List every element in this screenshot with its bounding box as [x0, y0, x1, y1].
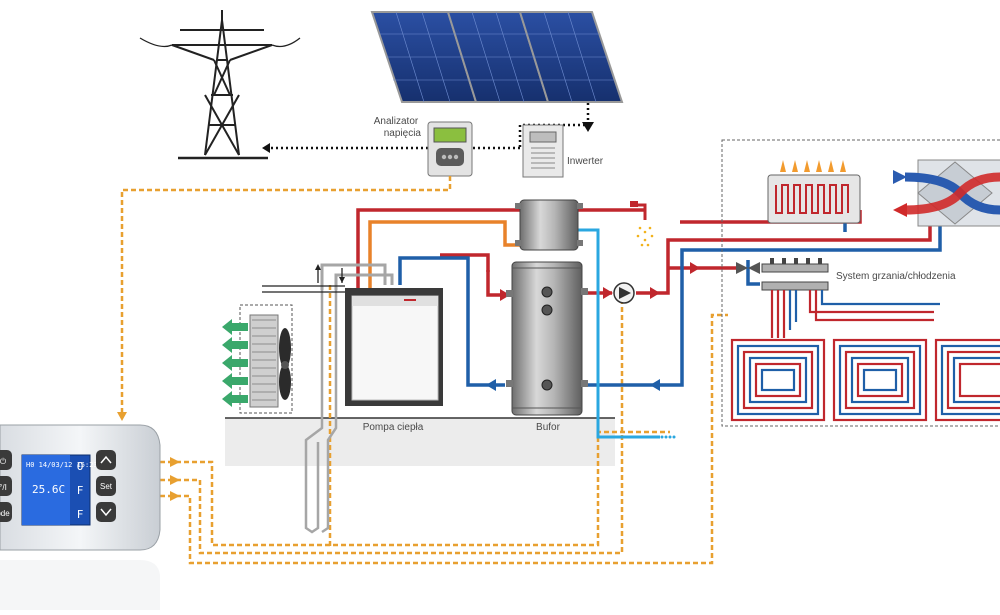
controller-panel-icon: H0 14/03/12 15:23 25.6C O F F ⏻ °/I ode … — [0, 424, 161, 551]
underfloor-loop-icon — [730, 290, 1000, 422]
controller-status: H0 14/03/12 15:23 — [26, 461, 98, 469]
svg-text:°/I: °/I — [0, 483, 7, 492]
power-arrow — [582, 122, 594, 132]
inverter-icon — [522, 124, 564, 178]
control-wires — [120, 176, 728, 565]
wire-arrow — [117, 412, 127, 421]
svg-text:ode: ode — [0, 509, 10, 518]
flow-arrow-up — [315, 264, 321, 270]
ground-area — [225, 418, 615, 466]
chevron-down-icon — [100, 508, 112, 517]
warm-pipes — [368, 220, 520, 290]
controller-mode-f1: F — [77, 484, 84, 497]
circulation-pump-icon — [613, 282, 635, 304]
down-button[interactable] — [96, 502, 116, 522]
drain-dots — [660, 435, 676, 439]
controller-mode-o: O — [77, 460, 84, 473]
heat-pump-label: Pompa ciepła — [363, 422, 424, 433]
set-button-label: Set — [100, 482, 113, 491]
controller-wire-arrows — [170, 457, 180, 501]
light-blue-pipes — [578, 228, 660, 439]
controller-reflection — [0, 560, 160, 610]
heating-system-label: System grzania/chłodzenia — [836, 271, 956, 282]
radiator-icon — [767, 160, 861, 224]
svg-text:⏻: ⏻ — [0, 457, 7, 466]
fan-evaporator-icon — [239, 304, 293, 414]
cold-arrow — [486, 379, 496, 391]
power-arrow — [262, 143, 270, 153]
power-pylon-icon — [139, 10, 301, 160]
set-button[interactable] — [96, 476, 116, 496]
buffer-tank-icon — [506, 261, 588, 416]
grey-pipes — [320, 263, 394, 290]
heat-pump-icon — [345, 288, 443, 406]
controller-mode-f2: F — [77, 508, 84, 521]
hot-arrow — [650, 287, 660, 299]
recuperator-icon — [893, 159, 1000, 227]
dhw-tank-icon — [515, 199, 583, 251]
solar-panel-icon — [370, 11, 624, 103]
manifold-icon — [736, 258, 829, 291]
inverter-label: Inwerter — [567, 156, 604, 167]
voltage-analyzer-icon — [427, 121, 473, 177]
airflow-arrows — [222, 319, 248, 407]
cold-arrow — [650, 379, 660, 391]
chevron-up-icon — [100, 455, 112, 464]
heating-system-area — [721, 139, 1000, 427]
voltage-analyzer-label: Analizator napięcia — [374, 116, 422, 139]
ground-probe-icon — [304, 290, 338, 534]
up-button[interactable] — [96, 450, 116, 470]
hot-arrow — [603, 287, 613, 299]
hot-arrow — [690, 262, 700, 274]
tap-icon — [630, 201, 654, 247]
buffer-label: Bufor — [536, 422, 561, 433]
flow-arrow-down — [339, 277, 345, 283]
controller-left-keys: ⏻ °/I ode — [0, 450, 12, 522]
controller-temperature: 25.6C — [32, 483, 65, 496]
hot-arrow — [500, 289, 510, 301]
refrigerant-lines — [262, 268, 345, 293]
